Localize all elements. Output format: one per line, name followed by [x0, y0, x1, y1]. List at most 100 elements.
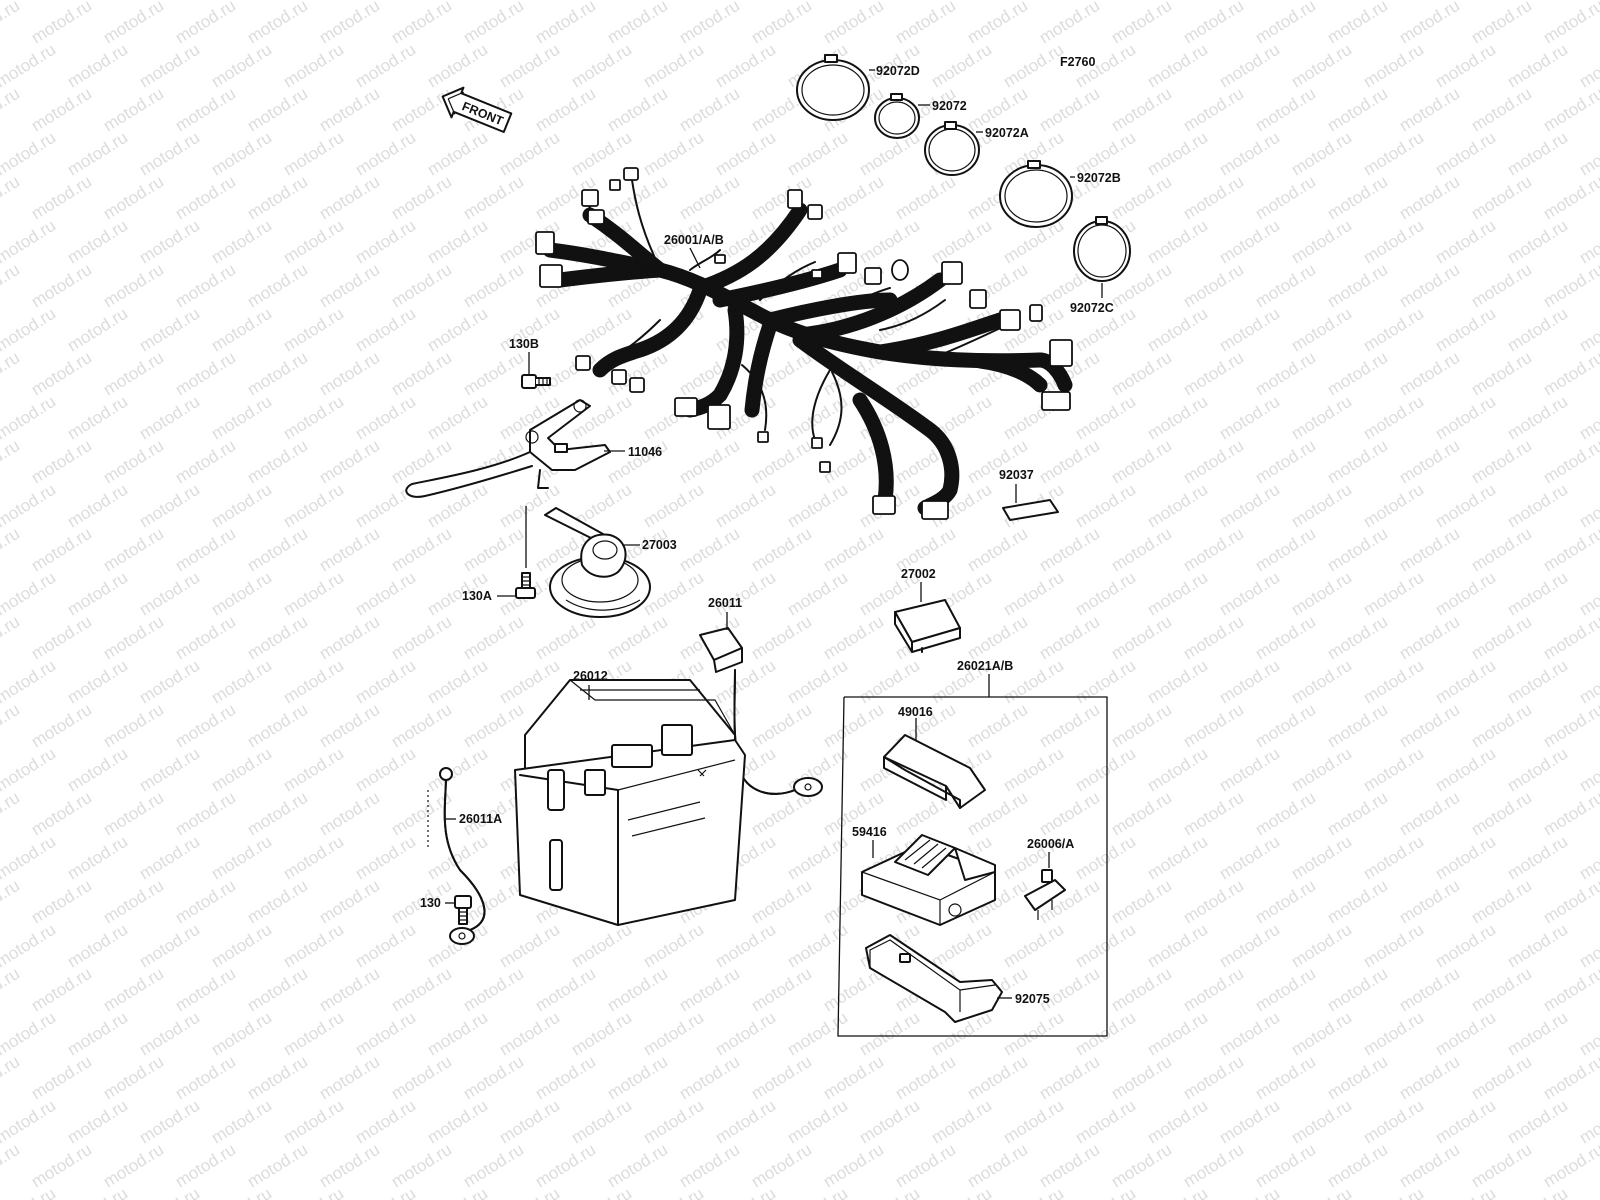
watermark-text: motod.ru	[748, 436, 815, 488]
watermark-text: motod.ru	[1540, 1140, 1600, 1192]
watermark-text: motod.ru	[1216, 568, 1283, 620]
watermark-text: motod.ru	[1432, 1008, 1499, 1060]
watermark-text: motod.ru	[1144, 392, 1211, 444]
watermark-text: motod.ru	[352, 304, 419, 356]
watermark-text: motod.ru	[748, 876, 815, 928]
watermark-text: motod.ru	[676, 1140, 743, 1192]
watermark-text: motod.ru	[0, 788, 23, 840]
watermark-text: motod.ru	[208, 920, 275, 972]
watermark-text: motod.ru	[28, 1140, 95, 1192]
watermark-text: motod.ru	[1216, 1184, 1283, 1200]
watermark-text: motod.ru	[136, 656, 203, 708]
watermark-text: motod.ru	[604, 1052, 671, 1104]
watermark-text: motod.ru	[0, 216, 59, 268]
watermark-text: motod.ru	[1072, 656, 1139, 708]
watermark-text: motod.ru	[28, 1052, 95, 1104]
watermark-text: motod.ru	[1072, 568, 1139, 620]
watermark-text: motod.ru	[1108, 788, 1175, 840]
watermark-text: motod.ru	[172, 348, 239, 400]
watermark-text: motod.ru	[1432, 920, 1499, 972]
watermark-text: motod.ru	[892, 0, 959, 47]
watermark-text: motod.ru	[1288, 304, 1355, 356]
watermark-text: motod.ru	[352, 1184, 419, 1200]
watermark-text: motod.ru	[136, 568, 203, 620]
watermark-text: motod.ru	[1468, 700, 1535, 752]
watermark-text: motod.ru	[316, 348, 383, 400]
watermark-text: motod.ru	[1360, 480, 1427, 532]
watermark-text: motod.ru	[100, 700, 167, 752]
cover-49016	[883, 734, 986, 809]
watermark-text: motod.ru	[1216, 744, 1283, 796]
watermark-text: motod.ru	[1324, 788, 1391, 840]
watermark-text: motod.ru	[0, 172, 23, 224]
label-92072a: 92072A	[985, 126, 1029, 140]
watermark-text: motod.ru	[64, 920, 131, 972]
watermark-text: motod.ru	[1216, 920, 1283, 972]
watermark-text: motod.ru	[1000, 1184, 1067, 1200]
watermark-text: motod.ru	[892, 172, 959, 224]
watermark-text: motod.ru	[424, 1184, 491, 1200]
watermark-text: motod.ru	[0, 1184, 59, 1200]
watermark-text: motod.ru	[64, 1096, 131, 1148]
watermark-text: motod.ru	[784, 1008, 851, 1060]
watermark-text: motod.ru	[388, 612, 455, 664]
watermark-text: motod.ru	[784, 920, 851, 972]
watermark-text: motod.ru	[316, 964, 383, 1016]
bolt-130	[454, 895, 472, 925]
watermark-text: motod.ru	[1144, 304, 1211, 356]
watermark-text: motod.ru	[1144, 1184, 1211, 1200]
watermark-text: motod.ru	[1180, 260, 1247, 312]
watermark-text: motod.ru	[1216, 1008, 1283, 1060]
watermark-text: motod.ru	[352, 568, 419, 620]
watermark-text: motod.ru	[136, 480, 203, 532]
watermark-text: motod.ru	[388, 1052, 455, 1104]
watermark-text: motod.ru	[460, 524, 527, 576]
watermark-text: motod.ru	[1360, 568, 1427, 620]
watermark-text: motod.ru	[1432, 128, 1499, 180]
label-59416: 59416	[852, 825, 887, 839]
label-27002: 27002	[901, 567, 936, 581]
watermark-text: motod.ru	[1540, 612, 1600, 664]
watermark-text: motod.ru	[1072, 832, 1139, 884]
watermark-text: motod.ru	[172, 1052, 239, 1104]
watermark-text: motod.ru	[208, 1184, 275, 1200]
watermark-text: motod.ru	[172, 1140, 239, 1192]
watermark-text: motod.ru	[1036, 84, 1103, 136]
watermark-text: motod.ru	[64, 216, 131, 268]
watermark-text: motod.ru	[640, 40, 707, 92]
watermark-text: motod.ru	[1540, 788, 1600, 840]
watermark-text: motod.ru	[208, 568, 275, 620]
watermark-text: motod.ru	[1108, 700, 1175, 752]
watermark-text: motod.ru	[1072, 1096, 1139, 1148]
watermark-text: motod.ru	[388, 260, 455, 312]
watermark-text: motod.ru	[280, 920, 347, 972]
watermark-text: motod.ru	[1324, 612, 1391, 664]
watermark-text: motod.ru	[1468, 1052, 1535, 1104]
watermark-text: motod.ru	[640, 480, 707, 532]
watermark-text: motod.ru	[136, 744, 203, 796]
watermark-text: motod.ru	[1252, 612, 1319, 664]
watermark-text: motod.ru	[1396, 612, 1463, 664]
watermark-text: motod.ru	[1072, 920, 1139, 972]
watermark-text: motod.ru	[316, 700, 383, 752]
watermark-text: motod.ru	[532, 0, 599, 47]
label-130: 130	[420, 896, 441, 910]
watermark-text: motod.ru	[352, 128, 419, 180]
watermark-text: motod.ru	[784, 568, 851, 620]
watermark-text: motod.ru	[1108, 876, 1175, 928]
watermark-text: motod.ru	[64, 832, 131, 884]
watermark-text: motod.ru	[748, 0, 815, 47]
watermark-text: motod.ru	[1252, 348, 1319, 400]
watermark-text: motod.ru	[1504, 920, 1571, 972]
watermark-text: motod.ru	[136, 832, 203, 884]
watermark-text: motod.ru	[352, 392, 419, 444]
watermark-text: motod.ru	[1432, 480, 1499, 532]
watermark-text: motod.ru	[460, 348, 527, 400]
watermark-text: motod.ru	[0, 0, 23, 47]
watermark-text: motod.ru	[64, 128, 131, 180]
watermark-text: motod.ru	[1540, 348, 1600, 400]
watermark-text: motod.ru	[1576, 0, 1600, 3]
watermark-text: motod.ru	[1432, 392, 1499, 444]
watermark-text: motod.ru	[172, 172, 239, 224]
